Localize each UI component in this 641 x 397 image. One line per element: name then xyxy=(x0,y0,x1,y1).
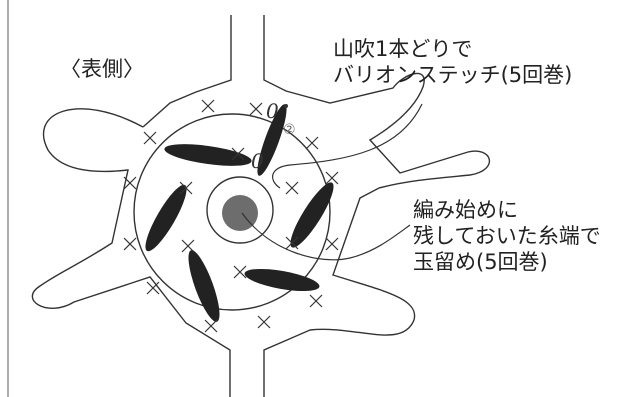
petal-outline xyxy=(31,15,491,397)
x-stitch xyxy=(325,237,339,251)
x-stitch xyxy=(146,281,160,295)
callout-top-line1: 山吹1本どりで xyxy=(333,37,473,61)
x-stitch xyxy=(181,239,195,253)
callout-line-center xyxy=(241,212,411,261)
x-stitch xyxy=(309,294,323,308)
x-stitch xyxy=(249,102,263,116)
x-stitch xyxy=(285,181,299,195)
bullion-stitch xyxy=(145,184,187,252)
callout-mid-line1: 編み始めに xyxy=(413,198,518,222)
outer-ring xyxy=(133,113,331,311)
callout-line-top xyxy=(272,103,423,189)
x-stitch xyxy=(305,136,319,150)
callout-mid: 編み始めに 残しておいた糸端で 玉留め(5回巻) xyxy=(413,197,601,275)
x-stitch xyxy=(325,171,339,185)
callout-top-line2: バリオンステッチ(5回巻) xyxy=(333,63,573,87)
small-dot xyxy=(284,104,288,108)
x-stitch xyxy=(231,147,245,161)
callout-mid-line3: 玉留め(5回巻) xyxy=(413,250,548,274)
x-stitch xyxy=(257,315,271,329)
bullion-stitch xyxy=(290,182,334,248)
x-stitch xyxy=(201,99,215,113)
middle-ring xyxy=(206,176,274,244)
bullion-stitch xyxy=(244,268,320,292)
bullion-stitch xyxy=(164,144,252,166)
x-stitch xyxy=(204,319,218,333)
side-label: 〈表側〉 xyxy=(60,57,144,81)
x-stitch xyxy=(143,131,157,145)
x-stitch xyxy=(123,237,137,251)
callout-top: 山吹1本どりで バリオンステッチ(5回巻) xyxy=(333,36,572,88)
x-stitch xyxy=(123,176,137,190)
stitch-symbol: 0 xyxy=(266,99,279,123)
bullion-stitch xyxy=(257,104,287,176)
stitch-symbol: 0 xyxy=(251,149,264,173)
bullion-stitch xyxy=(188,250,220,322)
callout-mid-line2: 残しておいた糸端で xyxy=(413,224,601,248)
x-stitches xyxy=(123,99,339,333)
step-number: ② xyxy=(283,122,296,138)
x-stitch xyxy=(233,265,247,279)
x-stitch xyxy=(179,181,193,195)
bullion-stitches xyxy=(145,104,334,322)
x-stitch xyxy=(285,236,299,250)
